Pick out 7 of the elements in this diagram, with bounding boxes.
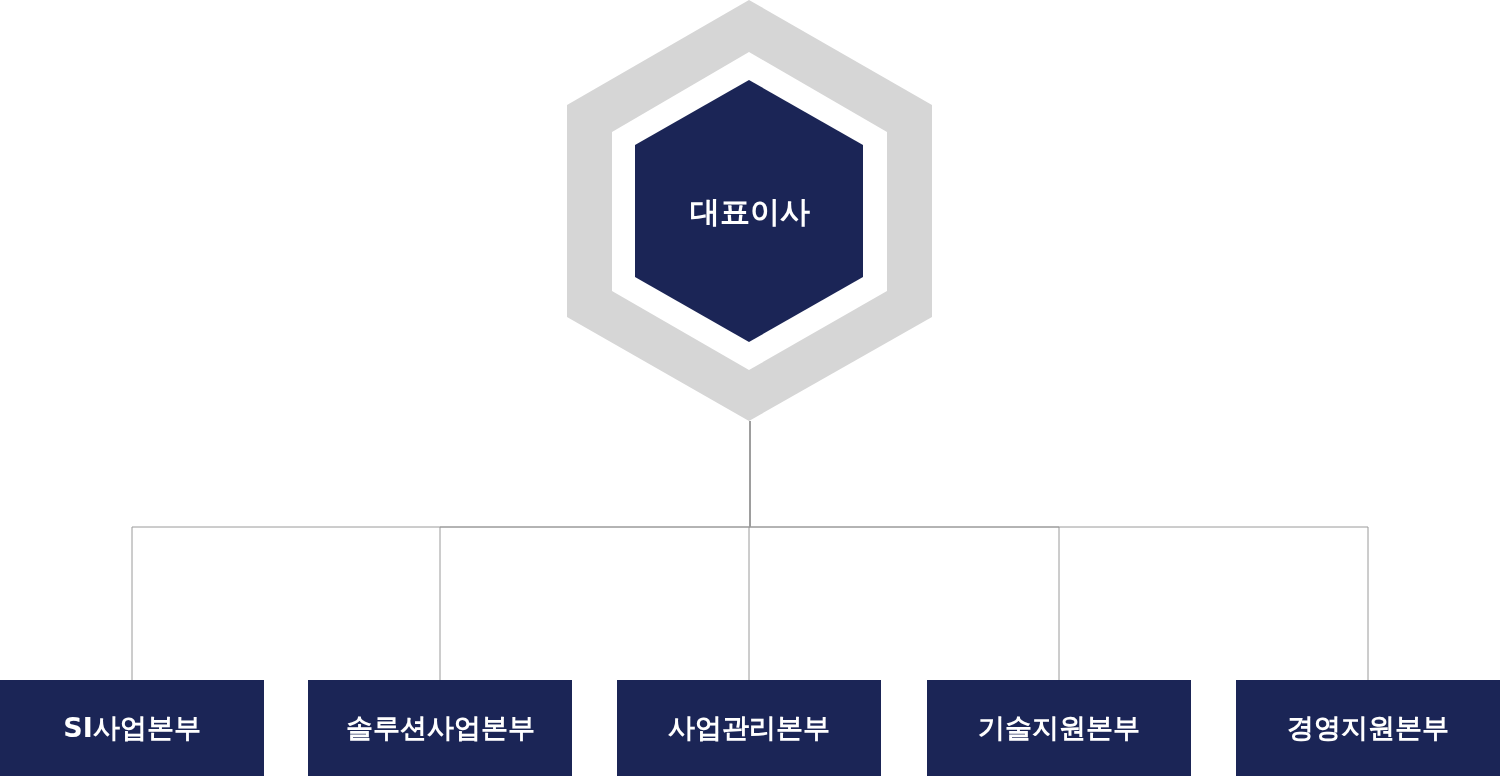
department-box: 경영지원본부 <box>1236 680 1500 776</box>
department-box: 솔루션사업본부 <box>308 680 572 776</box>
department-box: 기술지원본부 <box>927 680 1191 776</box>
hexagon-node <box>567 0 933 421</box>
department-box: SI사업본부 <box>0 680 264 776</box>
node-title: 대표이사 <box>689 193 811 231</box>
department-box: 사업관리본부 <box>617 680 881 776</box>
